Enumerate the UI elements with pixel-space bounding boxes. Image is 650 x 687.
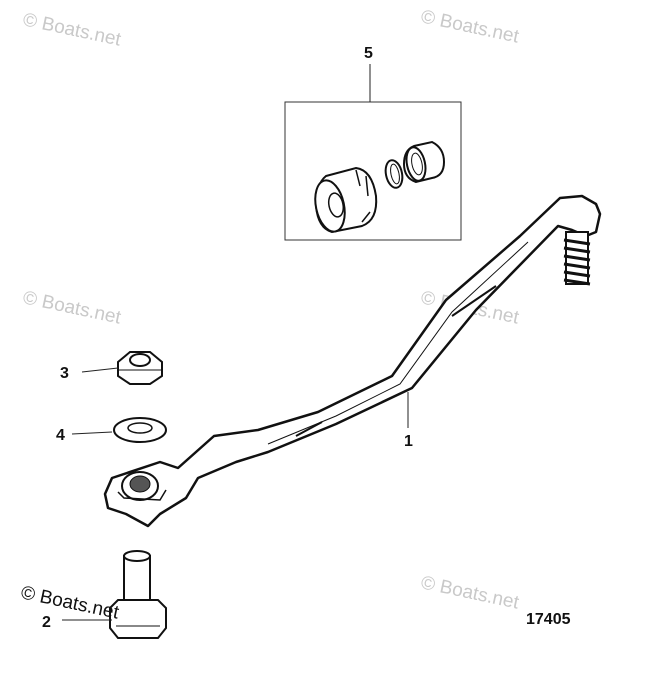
bolt-part xyxy=(109,550,167,639)
shift-lever-part xyxy=(103,194,602,528)
leader-lines xyxy=(62,64,409,621)
callout-4: 4 xyxy=(56,427,65,444)
lock-nut-part xyxy=(117,351,163,385)
sleeve-part xyxy=(402,140,446,184)
watermark-top-left: © Boats.net xyxy=(21,9,123,50)
kit-box-5 xyxy=(284,101,462,241)
kit-box-frame xyxy=(284,101,462,241)
copyright-notice: © Boats.net xyxy=(19,582,121,623)
callout-5: 5 xyxy=(364,45,373,62)
washer-part xyxy=(113,417,167,443)
o-ring-part xyxy=(384,159,404,189)
leader-4 xyxy=(71,431,113,435)
callout-2: 2 xyxy=(42,614,51,631)
watermark-top-right: © Boats.net xyxy=(419,6,521,47)
drawing-number: 17405 xyxy=(526,611,571,628)
watermark-bottom-right: © Boats.net xyxy=(419,572,521,613)
callout-1: 1 xyxy=(404,433,413,450)
bushing-part xyxy=(314,166,378,234)
leader-3 xyxy=(81,367,119,373)
threaded-end xyxy=(563,231,591,286)
callout-3: 3 xyxy=(60,365,69,382)
watermark-mid-left: © Boats.net xyxy=(21,287,123,328)
